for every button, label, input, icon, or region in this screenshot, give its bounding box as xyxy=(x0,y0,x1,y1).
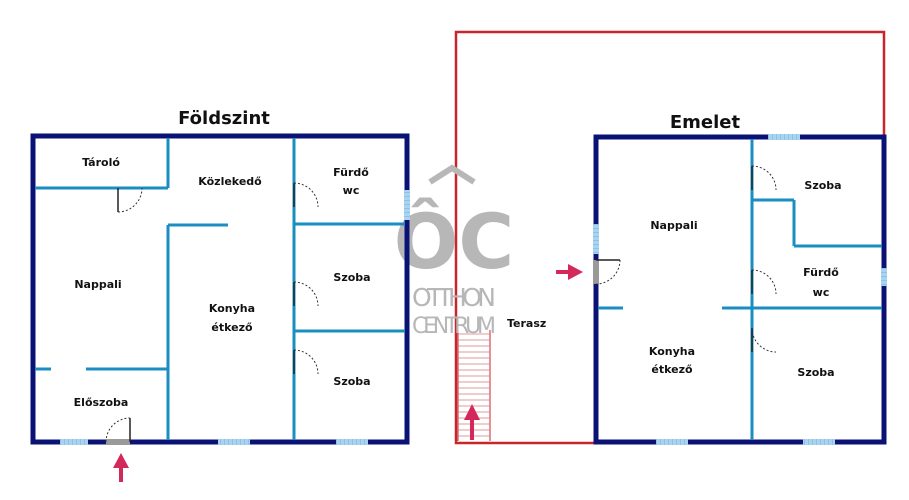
room-label-room2: Szoba xyxy=(333,375,370,388)
upper-floor-title: Emelet xyxy=(670,112,741,133)
window xyxy=(593,224,599,254)
door xyxy=(293,182,319,208)
room-label-kitchen-line2: étkező xyxy=(651,363,693,376)
watermark: ÔC OTTHON CENTRUM xyxy=(394,164,514,339)
room-label-bathroom-wc: wc xyxy=(813,286,830,299)
room-label-kitchen-line1: Konyha xyxy=(209,302,255,315)
terrace-door xyxy=(593,259,621,285)
entry-arrow-icon xyxy=(113,453,129,482)
upper-floor-plan: Emelet xyxy=(556,112,887,445)
room-label-kitchen-line1: Konyha xyxy=(649,345,695,358)
door xyxy=(293,349,319,375)
door xyxy=(117,187,143,213)
room-label-living: Nappali xyxy=(74,278,121,291)
room-label-room1: Szoba xyxy=(804,179,841,192)
door xyxy=(293,281,319,307)
window xyxy=(803,439,835,445)
window xyxy=(768,134,800,140)
room-label-bathroom: Fürdő xyxy=(333,166,369,179)
room-label-hall: Előszoba xyxy=(74,396,129,409)
watermark-line2: CENTRUM xyxy=(412,314,496,339)
terrace-label: Terasz xyxy=(507,317,546,330)
room-label-bathroom-wc: wc xyxy=(343,184,360,197)
window xyxy=(404,190,410,220)
door xyxy=(751,165,777,191)
window xyxy=(656,439,688,445)
room-label-room1: Szoba xyxy=(333,271,370,284)
otthon-centrum-logo-icon xyxy=(428,164,476,185)
room-label-bathroom: Fürdő xyxy=(803,266,839,279)
window xyxy=(336,439,368,445)
room-label-living: Nappali xyxy=(650,219,697,232)
room-label-corridor: Közlekedő xyxy=(198,175,262,188)
room-label-storage: Tároló xyxy=(82,156,120,169)
window xyxy=(60,439,88,445)
entrance-door xyxy=(105,417,131,445)
terrace-entry-arrow-icon xyxy=(556,264,583,280)
terrace-area: Terasz xyxy=(454,30,886,445)
door xyxy=(751,269,777,295)
stair-up-arrow-icon xyxy=(464,404,480,440)
ground-floor-title: Földszint xyxy=(178,108,270,129)
room-label-kitchen-line2: étkező xyxy=(211,321,253,334)
terrace-outline xyxy=(454,30,886,445)
watermark-logo-text: ÔC xyxy=(394,196,514,286)
upper-floor-outer-wall xyxy=(593,134,887,445)
watermark-line1: OTTHON xyxy=(412,283,496,312)
room-label-room2: Szoba xyxy=(797,366,834,379)
door xyxy=(751,327,777,353)
window xyxy=(881,268,887,286)
ground-floor-plan: Földszint xyxy=(30,108,410,482)
window xyxy=(218,439,250,445)
